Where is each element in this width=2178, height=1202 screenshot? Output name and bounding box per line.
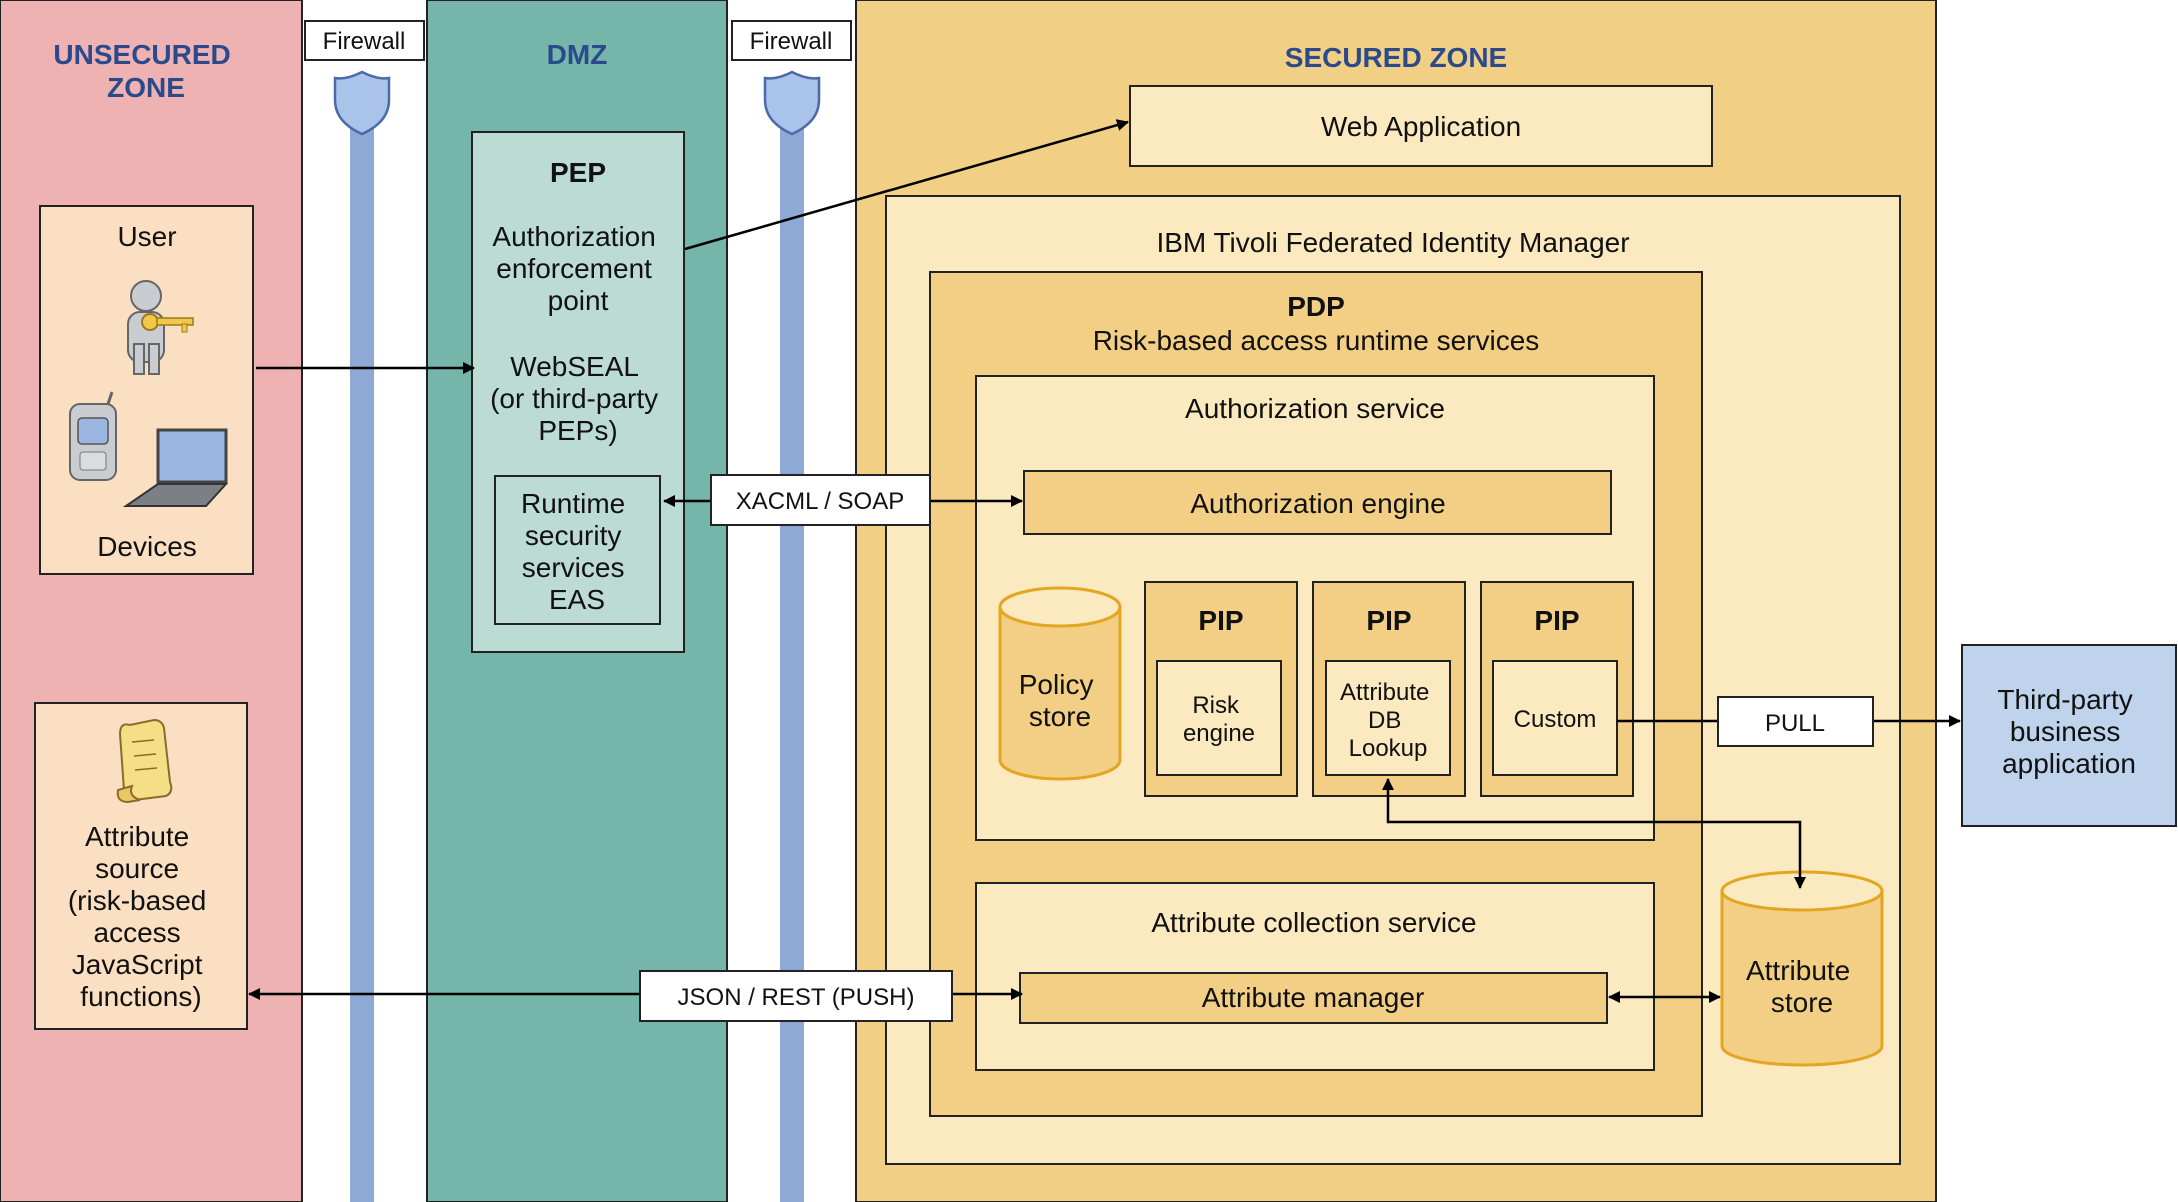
pdp-subtitle: Risk-based access runtime services — [1093, 325, 1540, 356]
risk-engine-label: Risk engine — [1183, 692, 1255, 747]
laptop-icon — [122, 428, 229, 507]
dmz-zone-title: DMZ — [547, 39, 608, 70]
pep-description: Authorization enforcement point — [492, 221, 663, 316]
pip-title-risk: PIP — [1198, 605, 1243, 636]
attribute-collection-service-label: Attribute collection service — [1151, 907, 1476, 938]
script-scroll-icon — [116, 718, 173, 804]
web-application-box — [1129, 85, 1713, 167]
authorization-engine-label: Authorization engine — [1190, 488, 1445, 519]
xacml-soap-label: XACML / SOAP — [736, 488, 905, 515]
pep-to-webapp-arrow — [684, 119, 1129, 251]
shield-icon — [763, 70, 821, 136]
attribute-db-lookup-label: Attribute DB Lookup — [1340, 679, 1436, 762]
pull-label-box — [1717, 696, 1874, 747]
attribute-manager-label: Attribute manager — [1202, 982, 1425, 1013]
webseal-label: WebSEAL (or third-party PEPs) — [490, 351, 666, 446]
firewall-label-box-1 — [304, 20, 425, 61]
pull-label: PULL — [1765, 710, 1825, 737]
runtime-security-box — [494, 475, 661, 625]
firewall-label-1: Firewall — [323, 28, 406, 55]
custom-pip-box — [1492, 660, 1618, 776]
third-party-app-label: Third-party business application — [1997, 684, 2140, 779]
risk-engine-box — [1156, 660, 1282, 776]
custom-pip-label: Custom — [1514, 706, 1597, 733]
pip-title-db-lookup: PIP — [1366, 605, 1411, 636]
pep-title: PEP — [550, 157, 606, 188]
db-lookup-store-arrow — [1382, 778, 1806, 889]
authorization-engine-box — [1023, 470, 1612, 535]
firewall-label-2: Firewall — [750, 28, 833, 55]
firewall-bar-2 — [780, 80, 804, 1202]
secured-zone-title: SECURED ZONE — [1285, 42, 1507, 73]
devices-label: Devices — [97, 531, 197, 562]
xacml-soap-label-box — [710, 474, 931, 526]
mobile-phone-icon — [69, 391, 117, 481]
unsecured-zone-title: UNSECURED ZONE — [53, 39, 238, 103]
policy-store-label: Policy store — [1019, 669, 1101, 732]
user-icon — [127, 280, 194, 375]
pdp-title: PDP — [1287, 291, 1345, 322]
shield-icon — [333, 70, 391, 136]
authorization-service-label: Authorization service — [1185, 393, 1445, 424]
policy-store-cylinder — [998, 586, 1122, 781]
pip-title-custom: PIP — [1534, 605, 1579, 636]
user-devices-box — [39, 205, 254, 575]
runtime-security-label: Runtime security services EAS — [521, 488, 633, 615]
web-application-label: Web Application — [1321, 111, 1521, 142]
json-rest-label: JSON / REST (PUSH) — [678, 984, 915, 1011]
attribute-db-lookup-box — [1325, 660, 1451, 776]
firewall-bar-1 — [350, 80, 374, 1202]
attribute-store-label: Attribute store — [1746, 955, 1858, 1018]
firewall-label-box-2 — [731, 20, 852, 61]
attribute-source-label: Attribute source (risk-based access Java… — [68, 821, 214, 1012]
tfim-label: IBM Tivoli Federated Identity Manager — [1156, 227, 1629, 258]
third-party-app-box — [1961, 644, 2177, 827]
user-label: User — [117, 221, 176, 252]
json-rest-label-box — [639, 970, 953, 1022]
